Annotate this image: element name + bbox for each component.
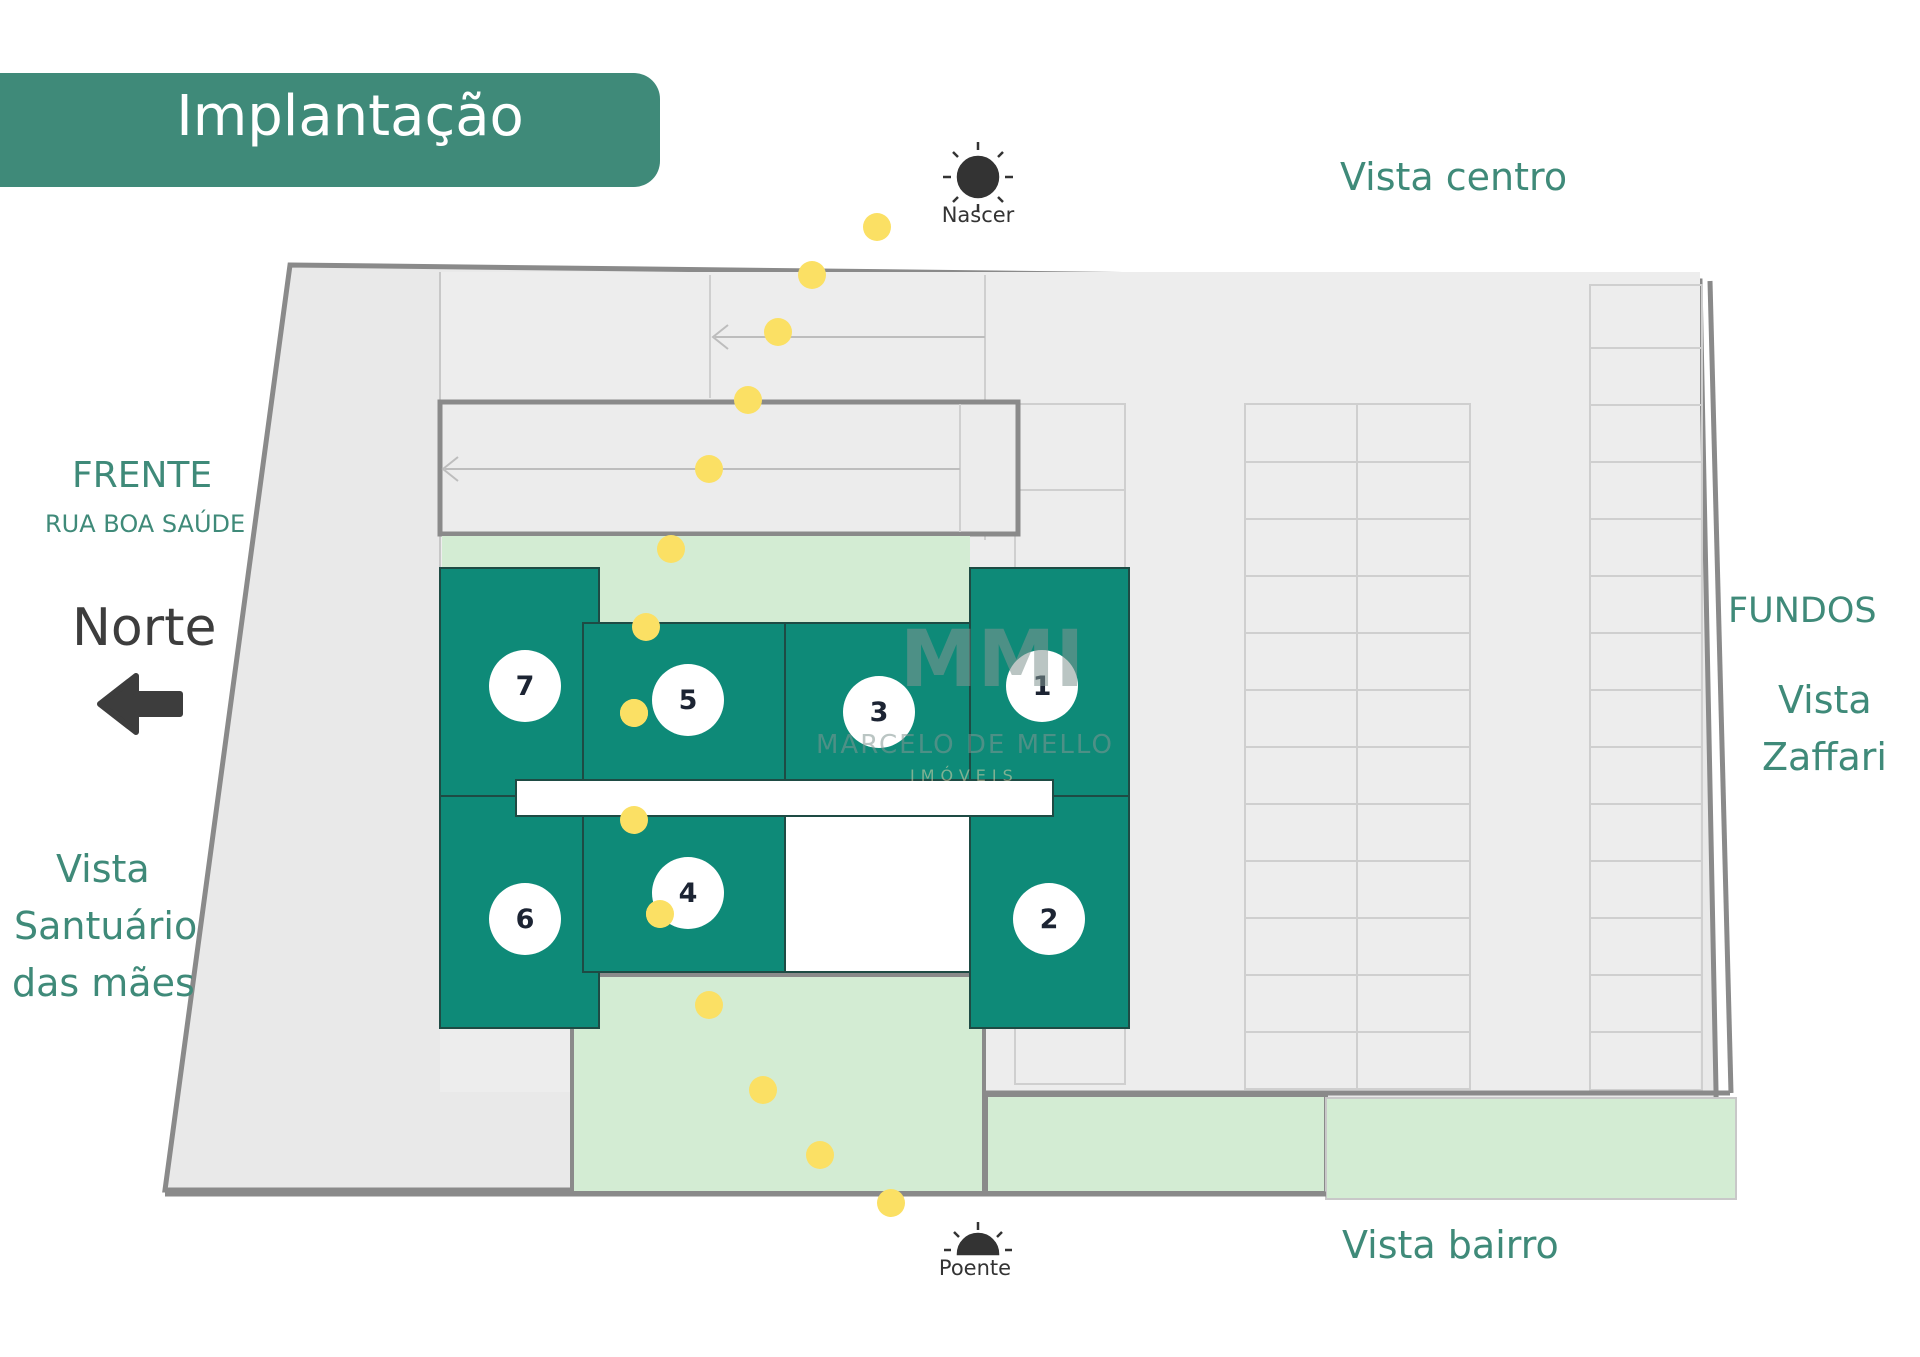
- unit-badge-1: 1: [1006, 650, 1078, 722]
- title-banner: [0, 73, 660, 187]
- label-vista-bairro: Vista bairro: [1342, 1223, 1559, 1267]
- walkway: [515, 779, 1054, 817]
- sunset-icon: [944, 1222, 1012, 1256]
- watermark-name: MARCELO DE MELLO: [816, 730, 1114, 760]
- north-arrow-icon: [97, 673, 183, 735]
- lawn-rear-1: [984, 1093, 1328, 1195]
- unit-badge-3: 3: [843, 676, 915, 748]
- label-vista-centro: Vista centro: [1340, 155, 1568, 199]
- courtyard: [784, 795, 988, 973]
- label-fundos: FUNDOS: [1728, 591, 1877, 631]
- label-norte: Norte: [72, 598, 217, 658]
- sunset-label: Poente: [938, 1256, 1012, 1280]
- sunrise-label: Nascer: [941, 203, 1015, 227]
- unit-badge-2: 2: [1013, 883, 1085, 955]
- page-title: Implantação: [176, 84, 524, 149]
- parking-grid: [709, 275, 1703, 1091]
- watermark-sub: IMÓVEIS: [910, 766, 1019, 785]
- label-vista-zaffari-1: Vista: [1778, 678, 1872, 722]
- label-frente: FRENTE: [72, 455, 213, 496]
- sunrise-icon: [943, 142, 1013, 212]
- unit-badge-6: 6: [489, 883, 561, 955]
- unit-badge-5: 5: [652, 664, 724, 736]
- label-vista-zaffari-2: Zaffari: [1762, 735, 1887, 779]
- label-rua: RUA BOA SAÚDE: [45, 510, 246, 538]
- label-vista-santuario-1: Vista: [56, 847, 150, 891]
- watermark-logo: MMI: [900, 615, 1085, 705]
- unit-badge-4: 4: [652, 857, 724, 929]
- label-vista-santuario-2: Santuário: [14, 904, 198, 948]
- lawn-south: [570, 973, 986, 1195]
- side-rear-edge: [1707, 280, 1734, 1094]
- label-vista-santuario-3: das mães: [12, 961, 195, 1005]
- lawn-rear-2: [1325, 1097, 1737, 1200]
- unit-badge-7: 7: [489, 650, 561, 722]
